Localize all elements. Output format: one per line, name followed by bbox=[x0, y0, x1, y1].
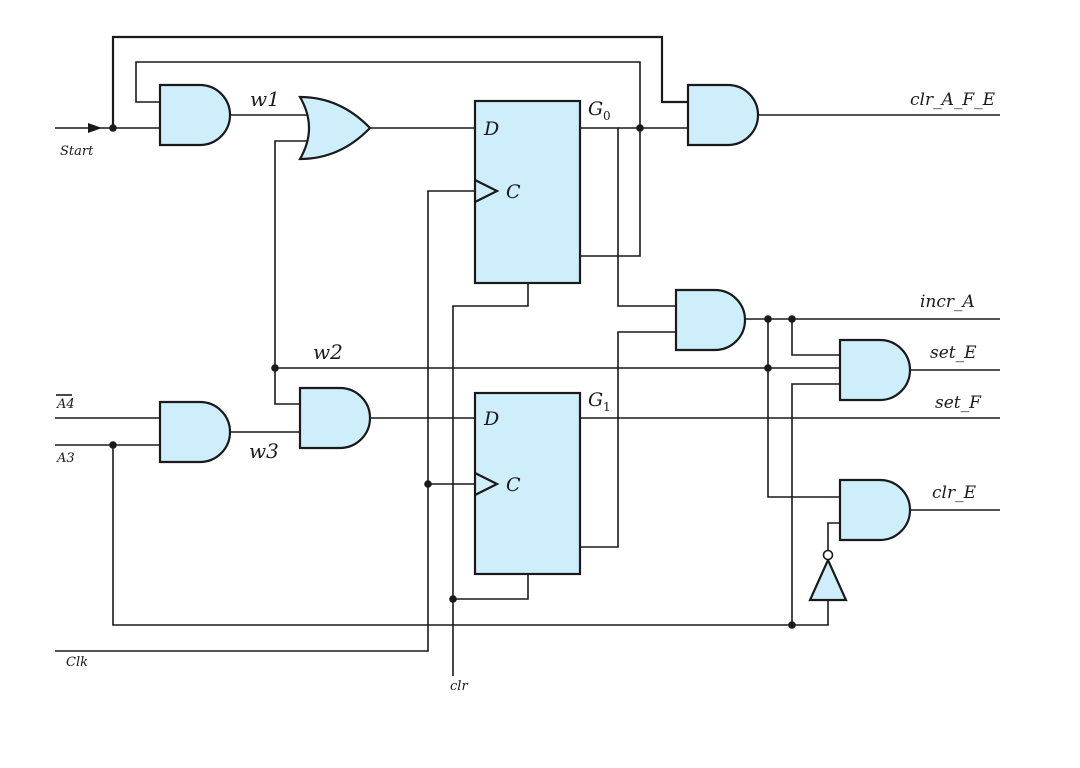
labels: Start A4 A3 Clk clr w1 w2 w3 D C G 0 D C… bbox=[56, 87, 996, 694]
g0-subscript: 0 bbox=[603, 109, 611, 123]
clock-triangle-icon bbox=[474, 179, 500, 203]
junctions bbox=[109, 124, 796, 629]
or-gate bbox=[298, 95, 372, 161]
incr-a-label: incr_A bbox=[920, 292, 975, 312]
flip-flop-g1 bbox=[473, 391, 582, 576]
ff0-c-pin-label: C bbox=[506, 181, 521, 203]
junction-dot bbox=[449, 595, 457, 603]
g1-label: G bbox=[588, 389, 603, 411]
w3-label: w3 bbox=[249, 439, 279, 463]
a3-to-sete-wire bbox=[791, 383, 840, 625]
g0-feedback-wire bbox=[135, 61, 641, 128]
start-arrow-icon bbox=[88, 123, 102, 133]
clock-triangle-icon bbox=[474, 472, 500, 496]
clr-to-ff1-wire bbox=[453, 574, 529, 600]
ff0-qbar-wire bbox=[580, 128, 641, 257]
and-gate-w1 bbox=[158, 83, 232, 147]
w2-label: w2 bbox=[313, 340, 343, 364]
clr-wire bbox=[452, 283, 529, 676]
junction-dot bbox=[271, 364, 279, 372]
wires bbox=[55, 35, 1000, 676]
start-label: Start bbox=[60, 144, 94, 159]
clk-label: Clk bbox=[66, 655, 88, 670]
ff0-d-pin-label: D bbox=[483, 118, 499, 140]
ff1-qbar-wire bbox=[580, 331, 676, 548]
a3-bus-wire bbox=[112, 445, 829, 626]
ff1-c-pin-label: C bbox=[506, 474, 521, 496]
start-to-output-and-wire bbox=[111, 35, 688, 128]
inverter-bubble bbox=[822, 549, 834, 561]
junction-dot bbox=[764, 364, 772, 372]
and-gate-w3 bbox=[158, 400, 232, 464]
g0-label: G bbox=[588, 98, 603, 120]
junction-dot bbox=[764, 315, 772, 323]
clr-label: clr bbox=[450, 679, 468, 694]
incr-to-clre-wire bbox=[767, 319, 840, 498]
w2-to-and3-wire bbox=[274, 368, 300, 405]
and-gate-incr-a bbox=[674, 288, 747, 352]
junction-dot bbox=[109, 124, 117, 132]
a3-label: A3 bbox=[56, 451, 75, 466]
set-f-label: set_F bbox=[935, 393, 982, 413]
flip-flop-g0-body bbox=[473, 99, 582, 285]
inv-to-clre-wire bbox=[827, 522, 840, 556]
gates bbox=[158, 83, 912, 602]
and-gate-clr-e bbox=[838, 478, 912, 542]
and-gate-clr-a-f-e bbox=[686, 83, 760, 147]
set-e-label: set_E bbox=[930, 343, 977, 363]
junction-dot bbox=[788, 315, 796, 323]
incr-to-sete-wire bbox=[791, 319, 840, 356]
w2-to-or-wire bbox=[274, 140, 310, 368]
a4-label: A4 bbox=[56, 397, 75, 412]
flip-flop-g0 bbox=[473, 99, 582, 285]
and-gate-set-e bbox=[838, 338, 912, 402]
inverter bbox=[808, 557, 848, 602]
g1-subscript: 1 bbox=[603, 400, 611, 414]
clr-a-f-e-label: clr_A_F_E bbox=[910, 90, 996, 110]
and-gate-d1 bbox=[298, 386, 372, 450]
flip-flop-g1-body bbox=[473, 391, 582, 576]
clr-e-label: clr_E bbox=[932, 483, 977, 503]
junction-dot bbox=[788, 621, 796, 629]
ff1-d-pin-label: D bbox=[483, 408, 499, 430]
junction-dot bbox=[636, 124, 644, 132]
g0-output-wire bbox=[580, 127, 676, 307]
w1-label: w1 bbox=[250, 87, 280, 111]
junction-dot bbox=[424, 480, 432, 488]
clk-wire bbox=[55, 190, 475, 652]
junction-dot bbox=[109, 441, 117, 449]
